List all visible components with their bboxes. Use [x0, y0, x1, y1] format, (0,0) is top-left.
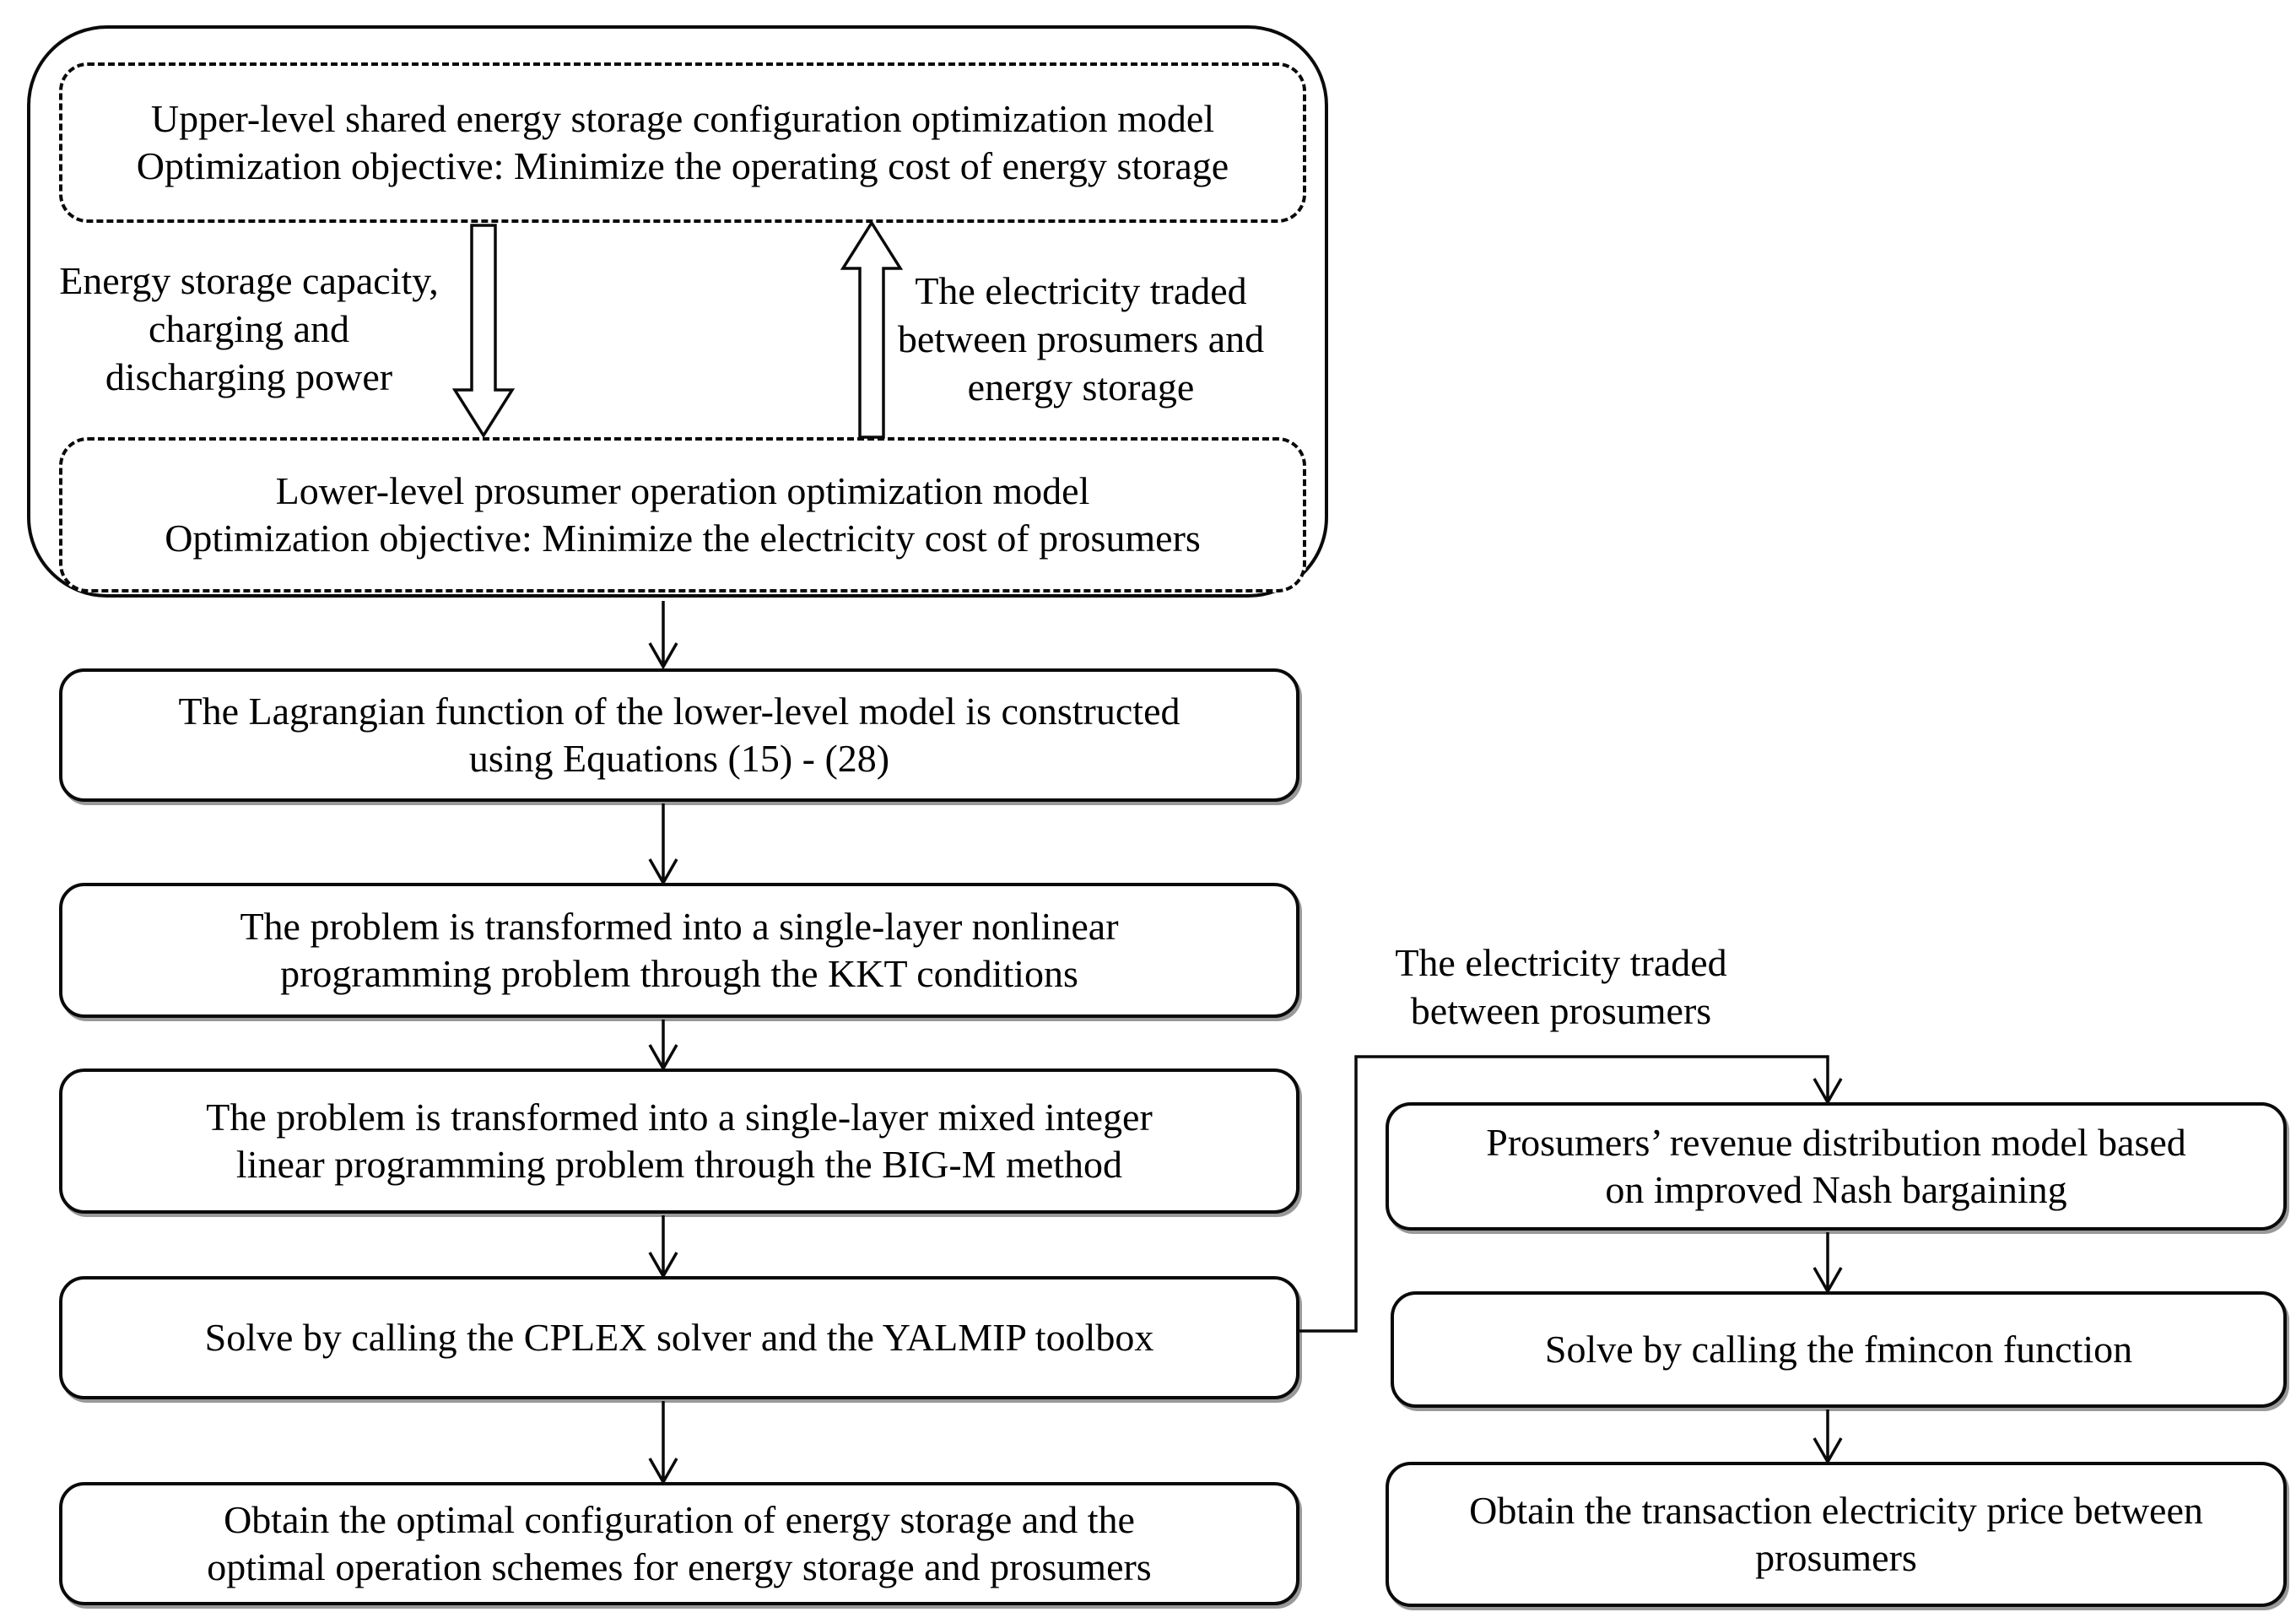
kkt-box: The problem is transformed into a single…	[59, 883, 1299, 1018]
flow-arrow-4	[648, 1215, 678, 1279]
flow-arrow-6	[1812, 1232, 1843, 1295]
fmincon-box: Solve by calling the fmincon function	[1391, 1291, 2287, 1408]
flow-arrow-7	[1812, 1409, 1843, 1465]
lower-level-model-box: Lower-level prosumer operation optimizat…	[59, 437, 1306, 592]
lagrangian-box: The Lagrangian function of the lower-lev…	[59, 668, 1299, 802]
storage-result-box: Obtain the optimal configuration of ener…	[59, 1482, 1299, 1605]
bigm-box: The problem is transformed into a single…	[59, 1068, 1299, 1214]
flow-arrow-5	[648, 1401, 678, 1485]
flow-arrow-3	[648, 1020, 678, 1072]
down-arrow-label: Energy storage capacity, charging and di…	[59, 259, 439, 399]
upper-level-model-box: Upper-level shared energy storage config…	[59, 62, 1306, 223]
price-result-box: Obtain the transaction electricity price…	[1386, 1462, 2287, 1607]
nash-bargaining-box: Prosumers’ revenue distribution model ba…	[1386, 1102, 2287, 1231]
branch-label: The electricity traded between prosumers	[1395, 941, 1727, 1033]
up-arrow-label: The electricity traded between prosumers…	[897, 269, 1265, 409]
flow-arrow-1	[648, 601, 678, 670]
cplex-solver-box: Solve by calling the CPLEX solver and th…	[59, 1276, 1299, 1399]
flow-arrow-2	[648, 803, 678, 886]
